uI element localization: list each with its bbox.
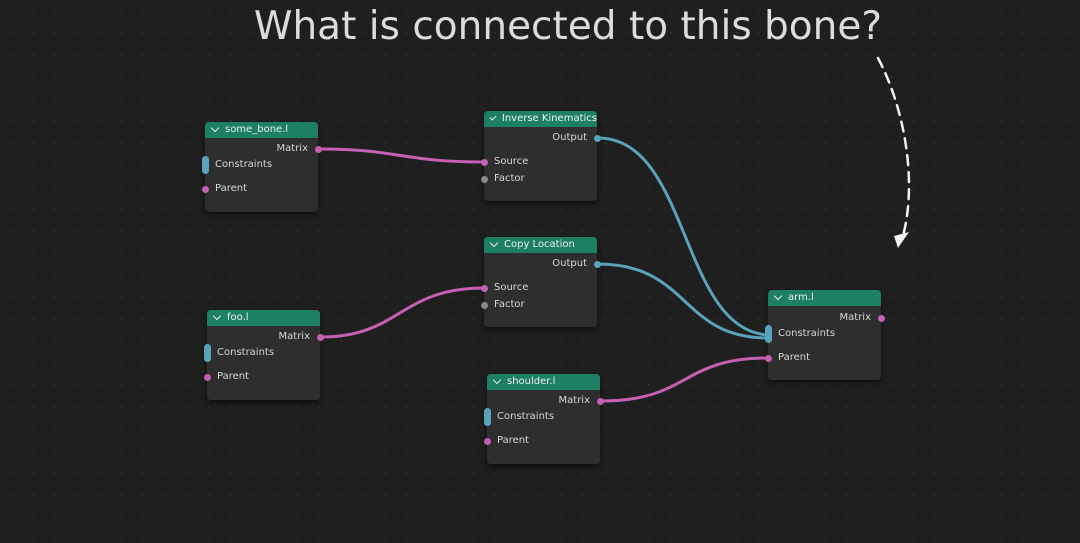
node-title: shoulder.l — [507, 376, 556, 387]
matrix-output-socket[interactable] — [314, 145, 322, 153]
constraints-input-socket[interactable] — [203, 344, 211, 362]
parent-input-label: Parent — [778, 352, 811, 363]
matrix-output-socket[interactable] — [877, 314, 885, 322]
chevron-down-icon[interactable] — [489, 238, 499, 248]
node-title: foo.l — [227, 312, 249, 323]
factor-input-socket[interactable] — [480, 175, 488, 183]
matrix-output-label: Matrix — [839, 312, 871, 323]
node-header[interactable]: arm.l — [768, 290, 881, 306]
factor-input-label: Factor — [494, 299, 525, 310]
constraints-input-label: Constraints — [215, 159, 273, 170]
node-header[interactable]: foo.l — [207, 310, 320, 326]
node-foo[interactable]: foo.l Matrix Constraints Parent — [203, 310, 324, 400]
node-some-bone[interactable]: some_bone.l Matrix Constraints Parent — [201, 122, 322, 212]
link-ik-to-arm-constraints — [596, 136, 770, 337]
node-header[interactable]: Copy Location — [484, 237, 597, 253]
constraints-input-socket[interactable] — [201, 156, 209, 174]
matrix-output-label: Matrix — [276, 143, 308, 154]
parent-input-socket[interactable] — [764, 354, 772, 362]
headline: What is connected to this bone? — [253, 4, 883, 49]
matrix-output-label: Matrix — [278, 331, 310, 342]
link-copy-location-to-arm-constraints — [596, 262, 770, 340]
link-some-bone-to-ik — [317, 147, 486, 164]
factor-input-socket[interactable] — [480, 301, 488, 309]
matrix-output-label: Matrix — [558, 395, 590, 406]
node-header[interactable]: Inverse Kinematics — [484, 111, 597, 127]
constraints-input-label: Constraints — [497, 411, 555, 422]
link-foo-to-copy-location — [319, 286, 486, 339]
source-input-socket[interactable] — [480, 158, 488, 166]
chevron-down-icon[interactable] — [489, 113, 497, 121]
matrix-output-socket[interactable] — [316, 333, 324, 341]
node-title: arm.l — [788, 292, 814, 303]
chevron-down-icon[interactable] — [212, 311, 222, 321]
constraints-input-socket[interactable] — [483, 408, 491, 426]
node-title: Copy Location — [504, 239, 575, 250]
parent-input-label: Parent — [497, 435, 530, 446]
node-copy-location[interactable]: Copy Location Output Source Factor — [480, 237, 601, 327]
output-label: Output — [552, 132, 587, 143]
parent-input-socket[interactable] — [201, 185, 209, 193]
parent-input-socket[interactable] — [483, 437, 491, 445]
node-header[interactable]: some_bone.l — [205, 122, 318, 138]
parent-input-socket[interactable] — [203, 373, 211, 381]
link-shoulder-to-arm-parent — [599, 356, 770, 403]
factor-input-label: Factor — [494, 173, 525, 184]
annotation-arrow-head — [894, 232, 909, 248]
parent-input-label: Parent — [217, 371, 250, 382]
constraints-input-label: Constraints — [778, 328, 836, 339]
constraints-input-socket[interactable] — [764, 325, 772, 343]
node-arm[interactable]: arm.l Matrix Constraints Parent — [764, 290, 885, 380]
node-shoulder[interactable]: shoulder.l Matrix Constraints Parent — [483, 374, 604, 464]
output-socket[interactable] — [593, 260, 601, 268]
node-header[interactable]: shoulder.l — [487, 374, 600, 390]
annotation-arrow-line — [876, 56, 911, 238]
source-input-label: Source — [494, 156, 529, 167]
chevron-down-icon[interactable] — [773, 291, 783, 301]
output-socket[interactable] — [593, 134, 601, 142]
matrix-output-socket[interactable] — [596, 397, 604, 405]
constraints-input-label: Constraints — [217, 347, 275, 358]
chevron-down-icon[interactable] — [210, 123, 220, 133]
output-label: Output — [552, 258, 587, 269]
source-input-socket[interactable] — [480, 284, 488, 292]
parent-input-label: Parent — [215, 183, 248, 194]
node-title: some_bone.l — [225, 124, 289, 135]
chevron-down-icon[interactable] — [492, 375, 502, 385]
node-title: Inverse Kinematics — [501, 113, 597, 124]
node-inverse-kinematics[interactable]: Inverse Kinematics Output Source Factor — [480, 111, 601, 201]
source-input-label: Source — [494, 282, 529, 293]
